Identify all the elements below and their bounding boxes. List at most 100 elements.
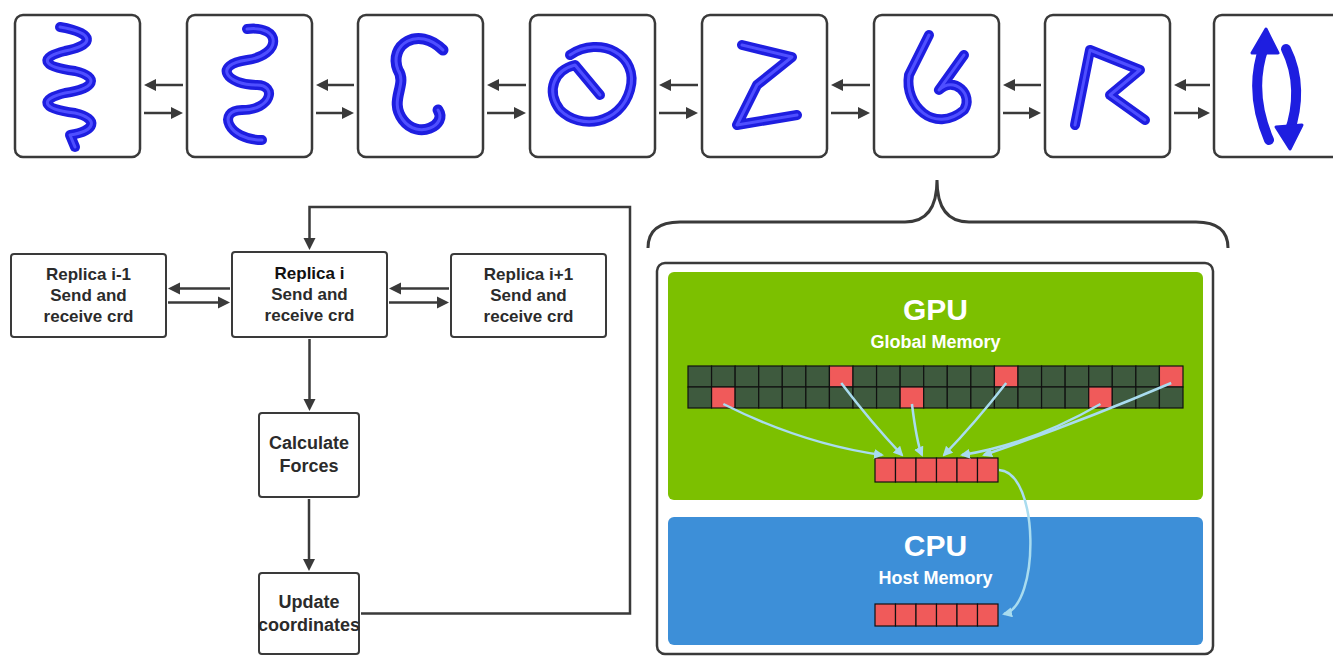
memory-cell — [688, 387, 712, 408]
gathered-cell — [916, 458, 937, 482]
memory-cell — [829, 387, 853, 408]
exchange-arrow — [154, 84, 183, 87]
protein-ribbon — [737, 45, 797, 125]
protein-ribbon — [553, 47, 632, 122]
exchange-arrow — [497, 84, 526, 87]
node-title: Replica i-1 — [46, 264, 131, 285]
memory-cell — [1018, 366, 1042, 387]
memory-cell — [853, 366, 877, 387]
exchange-arrow — [316, 112, 344, 115]
host-cell — [937, 604, 958, 626]
node-title: Calculate Forces — [268, 432, 350, 478]
memory-cell — [853, 387, 877, 408]
conformation-box — [15, 15, 140, 157]
memory-cell — [806, 366, 830, 387]
gathered-cell — [957, 458, 978, 482]
arrow-head — [1198, 107, 1210, 119]
conformation-box — [530, 15, 655, 157]
conformation-box — [1214, 15, 1333, 157]
memory-cell — [782, 366, 806, 387]
arrow-head — [342, 107, 354, 119]
conformation-box — [1045, 15, 1170, 157]
flow-line — [168, 301, 220, 304]
gather-arrow — [841, 383, 902, 455]
node-text: Send and receive crd — [470, 285, 588, 327]
memory-cell — [877, 387, 901, 408]
gather-arrows — [723, 383, 1171, 455]
memory-cell — [924, 387, 948, 408]
curly-brace — [648, 180, 1228, 248]
node-title: GPU — [903, 293, 968, 327]
gpu-region — [668, 272, 1203, 500]
arrow-head — [1174, 79, 1186, 91]
flow-arrow — [168, 283, 230, 295]
memory-cell — [971, 387, 995, 408]
exchange-arrow — [841, 84, 870, 87]
gather-arrow — [944, 383, 1006, 455]
process-box: Calculate Forces — [258, 412, 360, 498]
exchange-arrow — [1184, 84, 1210, 87]
gathered-cell — [875, 458, 896, 482]
host-cell — [978, 604, 999, 626]
conformation-box — [874, 15, 999, 157]
node-title: Replica i — [275, 263, 345, 284]
gathered-cell — [896, 458, 917, 482]
node-text: Send and receive crd — [251, 284, 369, 326]
flow-line — [308, 499, 311, 561]
memory-region: GPUGlobal Memory — [668, 272, 1203, 500]
host-cell — [875, 604, 896, 626]
flow-line — [178, 287, 230, 290]
conformation-box — [358, 15, 483, 157]
gather-arrow — [984, 383, 1171, 455]
host-cell — [916, 604, 937, 626]
memory-cell — [782, 387, 806, 408]
memory-cell — [735, 387, 759, 408]
node-title: Replica i+1 — [484, 264, 573, 285]
flow-arrow — [303, 499, 315, 571]
memory-cell — [1042, 387, 1066, 408]
arrow-head — [659, 79, 671, 91]
memory-cell — [924, 366, 948, 387]
memory-cell — [759, 387, 783, 408]
memory-cells — [688, 366, 1183, 626]
exchange-arrow — [326, 84, 354, 87]
flow-line — [308, 339, 311, 401]
memory-cell — [688, 366, 712, 387]
node-title: CPU — [904, 529, 967, 563]
exchange-arrow — [1013, 84, 1041, 87]
memory-region: CPU Host Memory — [668, 517, 1203, 645]
memory-cell — [759, 366, 783, 387]
protein-ribbon — [227, 29, 273, 140]
memory-cell — [1112, 366, 1136, 387]
protein-ribbons — [47, 27, 1302, 149]
process-box: Replica i+1Send and receive crd — [450, 253, 607, 338]
conformation-box — [187, 15, 312, 157]
memory-cell — [877, 366, 901, 387]
exchange-arrow — [831, 112, 860, 115]
arrow-head — [171, 107, 183, 119]
memory-cell — [1089, 366, 1113, 387]
node-text: Send and receive crd — [30, 285, 148, 327]
process-box: Replica iSend and receive crd — [231, 251, 388, 338]
gathered-cell — [978, 458, 999, 482]
flow-arrow — [389, 283, 449, 295]
memory-cell — [735, 366, 759, 387]
gather-arrow — [912, 404, 922, 455]
gather-arrow — [723, 404, 882, 455]
exchange-arrow — [487, 112, 516, 115]
arrow-head — [487, 79, 499, 91]
node-title: Update coordinates — [258, 591, 360, 637]
node-text: Host Memory — [878, 567, 992, 589]
memory-cell — [806, 387, 830, 408]
exchange-arrow — [669, 84, 698, 87]
conformation-box — [702, 15, 827, 157]
flow-arrow — [168, 297, 230, 309]
protein-ribbon — [47, 27, 91, 147]
conformation-row — [15, 15, 1333, 157]
memory-cell — [971, 366, 995, 387]
flow-line — [389, 301, 439, 304]
memory-cell — [712, 366, 736, 387]
protein-ribbon — [1075, 50, 1145, 125]
memory-cell — [1136, 366, 1160, 387]
